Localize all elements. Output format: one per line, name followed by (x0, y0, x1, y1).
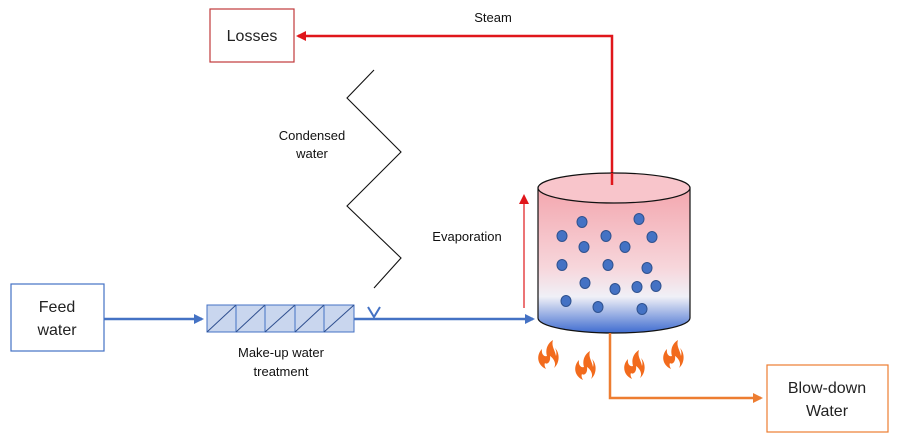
bubble-icon (556, 259, 568, 271)
losses-label: Losses (227, 28, 278, 45)
bubble-icon (641, 262, 653, 274)
condensed-label-line2: water (295, 146, 328, 161)
treatment-filter-icon (206, 304, 355, 333)
boiler-tank (537, 172, 691, 334)
flame-icon (575, 351, 596, 380)
blowdown-label-line2: Water (806, 403, 849, 420)
bubble-icon (576, 216, 588, 228)
blowdown-line (608, 333, 763, 403)
bubble-icon (619, 241, 631, 253)
bubble-icon (602, 259, 614, 271)
bubbles (556, 213, 662, 315)
bubble-icon (556, 230, 568, 242)
evaporation-label: Evaporation (432, 229, 501, 244)
bubble-icon (650, 280, 662, 292)
flame-icon (538, 340, 559, 369)
flame-icon (624, 350, 645, 379)
bubble-icon (560, 295, 572, 307)
bubble-icon (609, 283, 621, 295)
bubble-icon (636, 303, 648, 315)
bubble-icon (578, 241, 590, 253)
bubble-icon (631, 281, 643, 293)
losses-node: Losses (209, 8, 295, 63)
flame-icon (663, 340, 684, 369)
blowdown-node: Blow-down Water (766, 364, 889, 433)
condensed-label-line1: Condensed (279, 128, 346, 143)
bubble-icon (579, 277, 591, 289)
feed-water-label-line2: water (36, 322, 77, 339)
makeup-label-line2: treatment (254, 364, 309, 379)
steam-line (296, 31, 614, 185)
feed-water-node: Feed water (10, 283, 105, 352)
makeup-label-line1: Make-up water (238, 345, 325, 360)
bubble-icon (633, 213, 645, 225)
steam-label: Steam (474, 10, 512, 25)
bubble-icon (646, 231, 658, 243)
condensate-arrowhead (367, 306, 381, 319)
blowdown-label-line1: Blow-down (788, 380, 866, 397)
bubble-icon (600, 230, 612, 242)
flames (538, 340, 684, 380)
bubble-icon (592, 301, 604, 313)
feed-water-label-line1: Feed (39, 299, 75, 316)
heat-exchanger-icon (346, 69, 402, 289)
